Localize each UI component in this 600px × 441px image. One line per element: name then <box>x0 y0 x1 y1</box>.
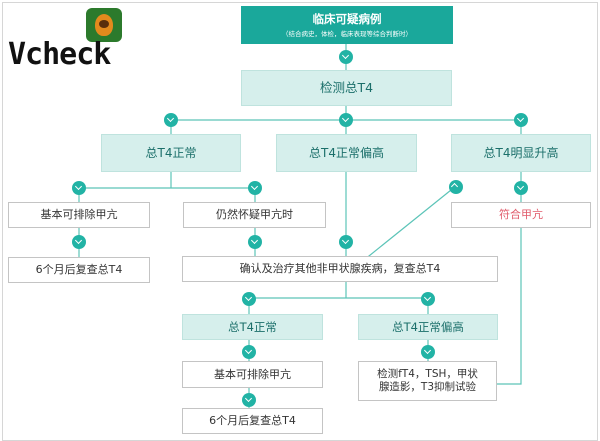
header-title: 临床可疑病例 <box>312 12 382 27</box>
arrow-down-icon <box>339 50 353 64</box>
arrow-down-icon <box>242 393 256 407</box>
exclude-box-2: 基本可排除甲亢 <box>182 361 323 388</box>
confirm-treat-box: 确认及治疗其他非甲状腺疾病，复查总T4 <box>182 256 498 282</box>
t4-normal-high-box: 总T4正常偏高 <box>276 134 417 172</box>
logo-wordmark: Vcheck <box>8 37 111 72</box>
header-subtitle: （结合病史，体检，临床表现等综合判断时） <box>282 29 412 38</box>
vcheck-logo: Vcheck <box>8 8 126 74</box>
pet-emblem-icon <box>86 8 122 42</box>
arrow-down-icon <box>242 345 256 359</box>
arrow-down-icon <box>339 235 353 249</box>
recheck-box-1: 6个月后复查总T4 <box>8 257 150 283</box>
t4-high-box: 总T4明显升高 <box>451 134 591 172</box>
arrow-up-right-icon <box>449 180 463 194</box>
exclude-box-1: 基本可排除甲亢 <box>8 202 150 228</box>
further-tests-line2: 腺造影，T3抑制试验 <box>378 381 477 393</box>
arrow-down-icon <box>421 345 435 359</box>
further-tests-line1: 检测fT4，TSH，甲状 <box>377 367 478 380</box>
arrow-down-icon <box>72 181 86 195</box>
t4-normal-box-2: 总T4正常 <box>182 314 323 340</box>
test-t4-box: 检测总T4 <box>241 70 452 106</box>
arrow-down-icon <box>248 235 262 249</box>
still-suspect-box: 仍然怀疑甲亢时 <box>183 202 326 228</box>
arrow-down-icon <box>164 113 178 127</box>
arrow-down-icon <box>248 181 262 195</box>
t4-normal-high-box-2: 总T4正常偏高 <box>358 314 498 340</box>
consistent-box: 符合甲亢 <box>451 202 591 228</box>
arrow-down-icon <box>242 292 256 306</box>
recheck-box-2: 6个月后复查总T4 <box>182 408 323 434</box>
arrow-down-icon <box>339 113 353 127</box>
arrow-down-icon <box>514 113 528 127</box>
arrow-down-icon <box>72 235 86 249</box>
further-tests-box: 检测fT4，TSH，甲状 腺造影，T3抑制试验 <box>358 361 497 401</box>
t4-normal-box: 总T4正常 <box>101 134 241 172</box>
header-box: 临床可疑病例 （结合病史，体检，临床表现等综合判断时） <box>241 6 453 44</box>
arrow-down-icon <box>421 292 435 306</box>
arrow-down-icon <box>514 181 528 195</box>
